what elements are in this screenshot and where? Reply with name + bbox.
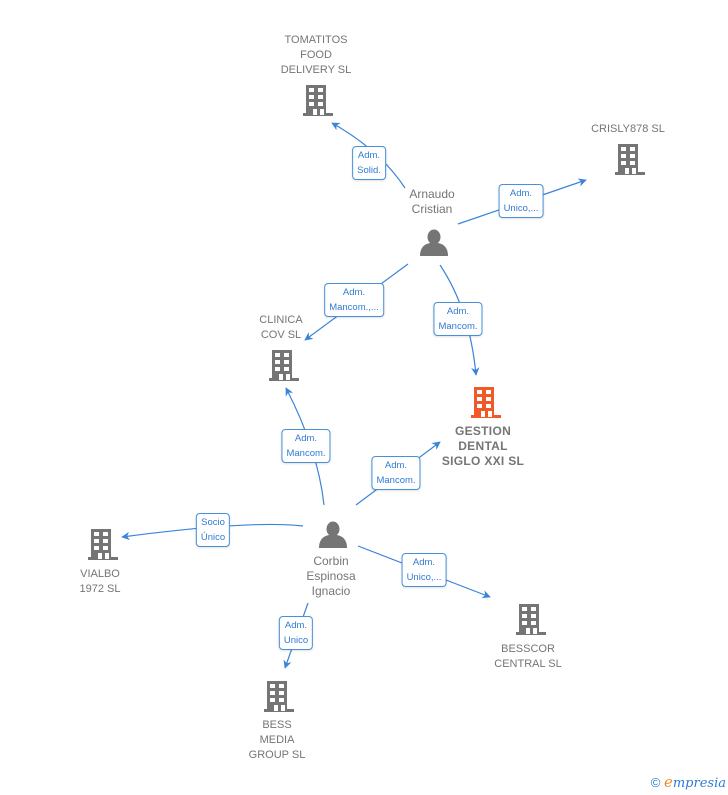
person-icon-corbin[interactable] xyxy=(319,521,347,549)
edge-label-arnaudo-gestion[interactable]: Adm. Mancom. xyxy=(433,302,483,336)
edge-label-corbin-vialbo[interactable]: Socio Único xyxy=(195,513,231,547)
edge-label-arnaudo-tomatitos[interactable]: Adm. Solid. xyxy=(352,146,386,180)
empresia-watermark[interactable]: © empresia xyxy=(651,773,726,791)
edge-label-arnaudo-clinica[interactable]: Adm. Mancom.,... xyxy=(324,283,384,317)
copyright-icon: © xyxy=(650,775,661,790)
company-icon-tomatitos[interactable] xyxy=(303,85,333,116)
node-label-corbin[interactable]: Corbin Espinosa Ignacio xyxy=(306,554,356,598)
node-label-clinica[interactable]: CLINICA COV SL xyxy=(259,314,303,341)
company-icon-clinica[interactable] xyxy=(269,350,299,381)
node-label-arnaudo[interactable]: Arnaudo Cristian xyxy=(409,187,455,216)
company-icon-gestion[interactable] xyxy=(471,387,501,418)
edge-label-corbin-besscor[interactable]: Adm. Unico,... xyxy=(401,553,447,587)
node-label-vialbo[interactable]: VIALBO 1972 SL xyxy=(79,568,121,595)
company-icon-vialbo[interactable] xyxy=(88,529,118,560)
node-label-tomatitos[interactable]: TOMATITOS FOOD DELIVERY SL xyxy=(280,34,352,76)
company-icon-crisly[interactable] xyxy=(615,144,645,175)
node-label-crisly[interactable]: CRISLY878 SL xyxy=(591,123,665,135)
edge-label-corbin-clinica[interactable]: Adm. Mancom. xyxy=(281,429,331,463)
edge-label-arnaudo-crisly[interactable]: Adm. Unico,... xyxy=(498,184,544,218)
edge-label-corbin-gestion[interactable]: Adm. Mancom. xyxy=(371,456,421,490)
node-label-bess-media[interactable]: BESS MEDIA GROUP SL xyxy=(248,719,306,761)
edge-corbin-vialbo[interactable] xyxy=(121,523,304,541)
person-icon-arnaudo[interactable] xyxy=(420,229,448,257)
node-label-besscor[interactable]: BESSCOR CENTRAL SL xyxy=(494,643,562,670)
edge-label-corbin-bess-media[interactable]: Adm. Unico xyxy=(278,616,314,650)
company-icon-bess-media[interactable] xyxy=(264,681,294,712)
empresia-logo: empresia xyxy=(663,773,726,791)
company-icon-besscor[interactable] xyxy=(516,604,546,635)
node-label-gestion[interactable]: GESTION DENTAL SIGLO XXI SL xyxy=(441,424,525,468)
